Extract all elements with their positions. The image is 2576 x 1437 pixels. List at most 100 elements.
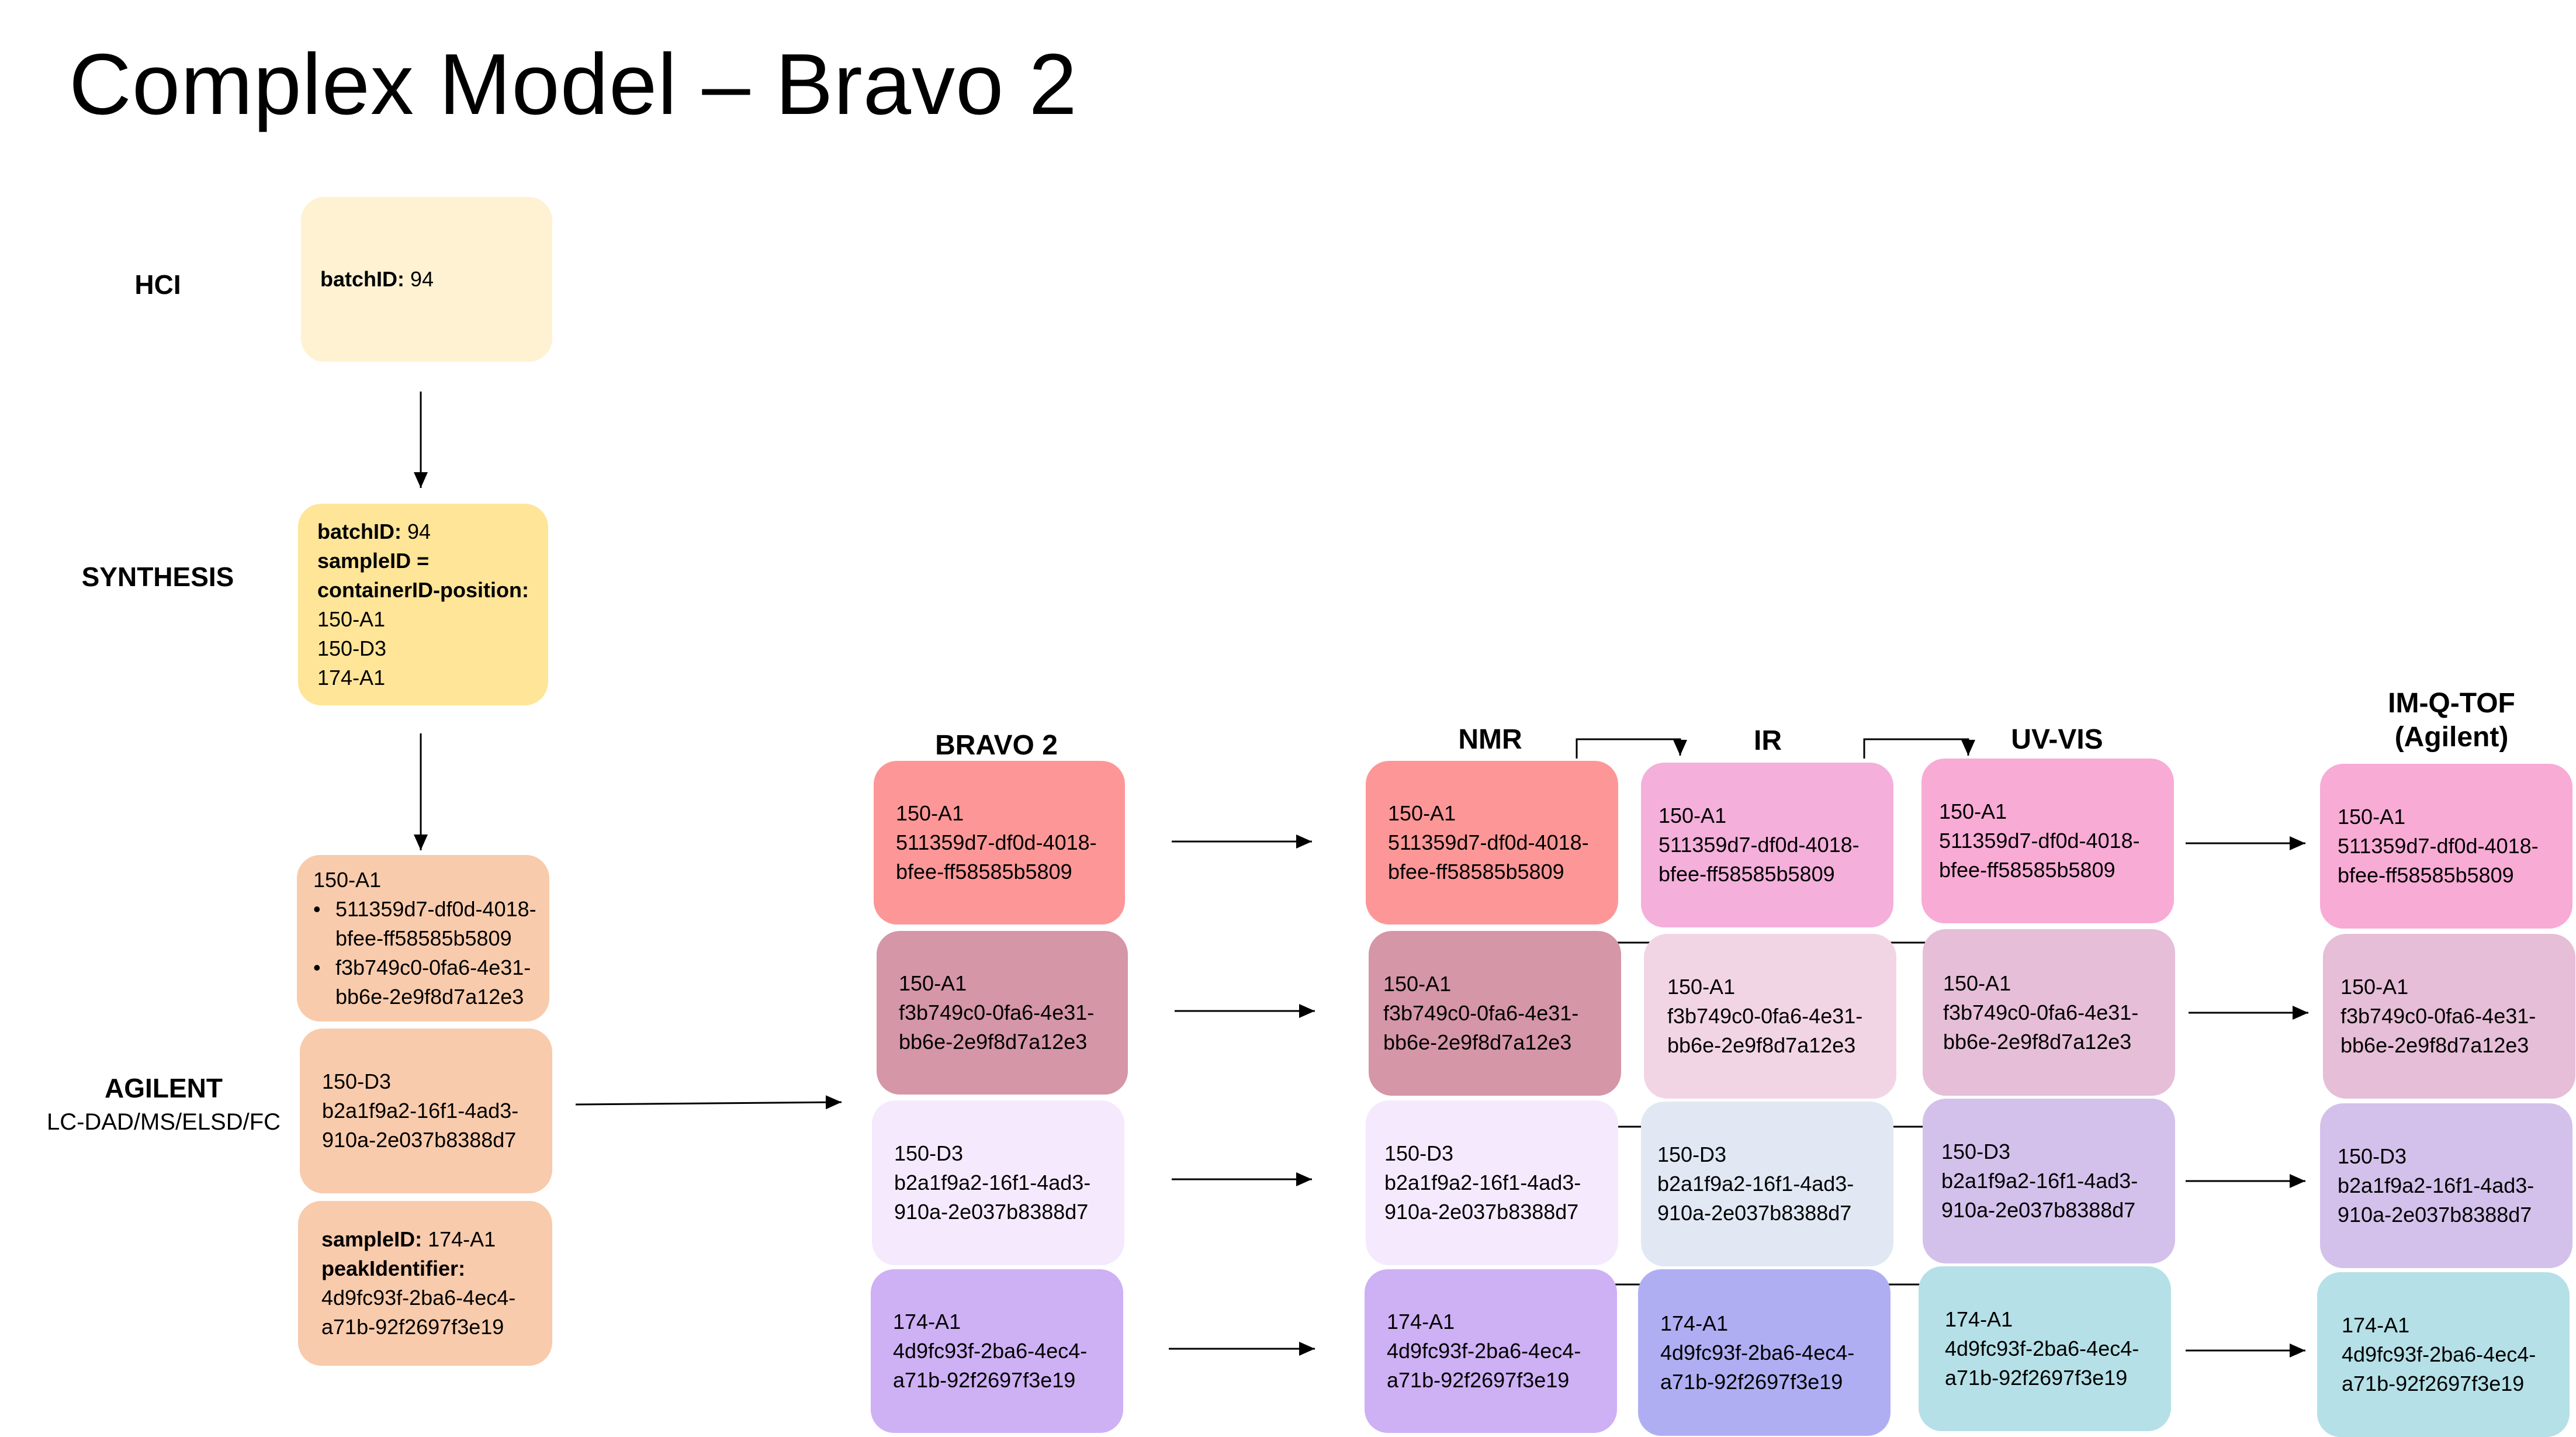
sample-id: 150-A1 [1939,799,2007,823]
sample-id: 174-A1 [2342,1313,2410,1337]
synthesis-box: batchID: 94 sampleID = containerID-posit… [298,504,548,705]
uuid-line: a71b-92f2697f3e19 [893,1368,1076,1392]
uuid-line: 511359d7-df0d-4018- [2338,834,2539,858]
synthesis-batch-value: 94 [407,519,431,543]
agilent-box-150-a1: 150-A1 •511359d7-df0d-4018- bfee-ff58585… [297,855,549,1022]
sample-id: 150-A1 [2338,805,2406,829]
agilent-sampleid-value: 174-A1 [428,1227,496,1251]
imqtof-box-150-a1-f3b: 150-A1 f3b749c0-0fa6-4e31- bb6e-2e9f8d7a12… [2323,934,2575,1099]
uuid-line: f3b749c0-0fa6-4e31- [1943,1000,2139,1024]
ir-box-150-d3: 150-D3 b2a1f9a2-16f1-4ad3- 910a-2e037b8388… [1641,1102,1893,1266]
uuid-line: 910a-2e037b8388d7 [1384,1200,1579,1224]
agilent-uuid-line: 4d9fc93f-2ba6-4ec4- [321,1286,516,1310]
agilent-uuid-line: 910a-2e037b8388d7 [322,1128,517,1152]
sample-id: 150-D3 [1384,1141,1454,1165]
uuid-line: bb6e-2e9f8d7a12e3 [899,1030,1088,1054]
uuid-line: 910a-2e037b8388d7 [894,1200,1089,1224]
uuid-line: bfee-ff58585b5809 [1659,862,1835,886]
page-title: Complex Model – Bravo 2 [69,36,1078,133]
agilent-uuid-line: bb6e-2e9f8d7a12e3 [335,984,524,1009]
hci-batch-box: batchID: 94 [301,197,552,362]
ir-box-150-a1-f3b: 150-A1 f3b749c0-0fa6-4e31- bb6e-2e9f8d7a12… [1644,934,1896,1099]
column-header-imqtof-line2: (Agilent) [2394,722,2509,753]
agilent-box-174-a1: sampleID: 174-A1 peakIdentifier: 4d9fc93… [298,1201,552,1366]
uuid-line: a71b-92f2697f3e19 [1945,1366,2128,1390]
sample-id: 174-A1 [893,1310,961,1334]
bravo2-box-174-a1: 174-A1 4d9fc93f-2ba6-4ec4- a71b-92f2697f3e… [871,1269,1123,1433]
uuid-line: 4d9fc93f-2ba6-4ec4- [893,1339,1088,1363]
sample-id: 150-A1 [1659,804,1727,827]
sample-id: 150-A1 [899,971,967,995]
agilent-peak-label: peakIdentifier: [321,1256,466,1280]
uuid-line: bb6e-2e9f8d7a12e3 [2340,1033,2529,1057]
uvvis-box-150-a1-511: 150-A1 511359d7-df0d-4018- bfee-ff58585b58… [1921,759,2174,923]
ir-box-150-a1-511: 150-A1 511359d7-df0d-4018- bfee-ff58585b58… [1641,763,1893,927]
uuid-line: bb6e-2e9f8d7a12e3 [1383,1030,1572,1054]
column-header-bravo2: BRAVO 2 [935,730,1058,761]
uuid-line: b2a1f9a2-16f1-4ad3- [1941,1169,2138,1193]
column-header-nmr: NMR [1458,724,1522,755]
uuid-line: 910a-2e037b8388d7 [2338,1203,2532,1227]
uuid-line: a71b-92f2697f3e19 [1387,1368,1570,1392]
sample-id: 150-A1 [1667,975,1736,999]
hci-batch-value: 94 [410,267,434,291]
synthesis-id: 150-A1 [317,607,386,631]
uuid-line: f3b749c0-0fa6-4e31- [2340,1004,2536,1028]
row-label-synthesis: SYNTHESIS [81,562,234,592]
uuid-line: 511359d7-df0d-4018- [1659,833,1860,857]
uuid-line: 4d9fc93f-2ba6-4ec4- [2342,1342,2536,1366]
hci-batch-label: batchID: [320,267,404,291]
uuid-line: 4d9fc93f-2ba6-4ec4- [1387,1339,1581,1363]
agilent-box-150-d3: 150-D3 b2a1f9a2-16f1-4ad3- 910a-2e037b83… [300,1029,552,1193]
uuid-line: b2a1f9a2-16f1-4ad3- [1384,1171,1581,1194]
uvvis-box-174-a1: 174-A1 4d9fc93f-2ba6-4ec4- a71b-92f2697f3e… [1919,1266,2171,1431]
uuid-line: f3b749c0-0fa6-4e31- [1383,1001,1579,1025]
uuid-line: bfee-ff58585b5809 [2338,863,2514,887]
bullet-icon: • [313,896,321,921]
sample-id: 150-A1 [1388,801,1456,825]
synthesis-id: 150-D3 [317,636,387,660]
uuid-line: 910a-2e037b8388d7 [1941,1198,2136,1222]
row-label-hci: HCI [134,269,181,300]
agilent-sampleid-label: sampleID: [321,1227,423,1251]
uuid-line: 910a-2e037b8388d7 [1657,1201,1852,1225]
uvvis-box-150-d3: 150-D3 b2a1f9a2-16f1-4ad3- 910a-2e037b8388… [1923,1099,2175,1263]
uuid-line: f3b749c0-0fa6-4e31- [1667,1004,1863,1028]
row-sublabel-agilent: LC-DAD/MS/ELSD/FC [47,1109,281,1135]
sample-id: 150-A1 [896,801,964,825]
sample-id: 150-A1 [1383,972,1452,996]
uuid-line: 511359d7-df0d-4018- [1939,829,2140,853]
sample-id: 150-D3 [1941,1140,2011,1164]
sample-id: 150-A1 [2340,975,2409,999]
sample-id: 174-A1 [1945,1307,2013,1331]
column-header-imqtof: IM-Q-TOF (Agilent) [2329,687,2574,754]
uuid-line: 4d9fc93f-2ba6-4ec4- [1945,1336,2139,1360]
uuid-line: bfee-ff58585b5809 [1939,858,2115,882]
uuid-line: a71b-92f2697f3e19 [1660,1369,1843,1394]
bullet-icon: • [313,955,321,979]
uuid-line: b2a1f9a2-16f1-4ad3- [2338,1173,2535,1197]
uuid-line: bb6e-2e9f8d7a12e3 [1943,1029,2132,1054]
nmr-box-174-a1: 174-A1 4d9fc93f-2ba6-4ec4- a71b-92f2697f3e… [1365,1269,1617,1433]
nmr-box-150-d3: 150-D3 b2a1f9a2-16f1-4ad3- 910a-2e037b8388… [1366,1100,1618,1265]
agilent-uuid-line: f3b749c0-0fa6-4e31- [335,955,531,979]
uvvis-box-150-a1-f3b: 150-A1 f3b749c0-0fa6-4e31- bb6e-2e9f8d7a12… [1923,929,2175,1096]
uuid-line: b2a1f9a2-16f1-4ad3- [1657,1172,1854,1196]
uuid-line: bb6e-2e9f8d7a12e3 [1667,1033,1856,1057]
agilent-uuid-line: a71b-92f2697f3e19 [321,1315,504,1339]
agilent-uuid-line: bfee-ff58585b5809 [335,926,512,950]
sample-id: 150-D3 [1657,1142,1727,1166]
column-header-uvvis: UV-VIS [2011,724,2103,755]
column-header-imqtof-line1: IM-Q-TOF [2388,688,2515,719]
row-label-agilent: AGILENT [105,1073,223,1103]
uuid-line: bfee-ff58585b5809 [1388,860,1564,884]
nmr-box-150-a1-f3b: 150-A1 f3b749c0-0fa6-4e31- bb6e-2e9f8d7a12… [1369,931,1621,1096]
sample-id: 174-A1 [1387,1310,1455,1334]
sample-id: 150-A1 [1943,971,2011,995]
